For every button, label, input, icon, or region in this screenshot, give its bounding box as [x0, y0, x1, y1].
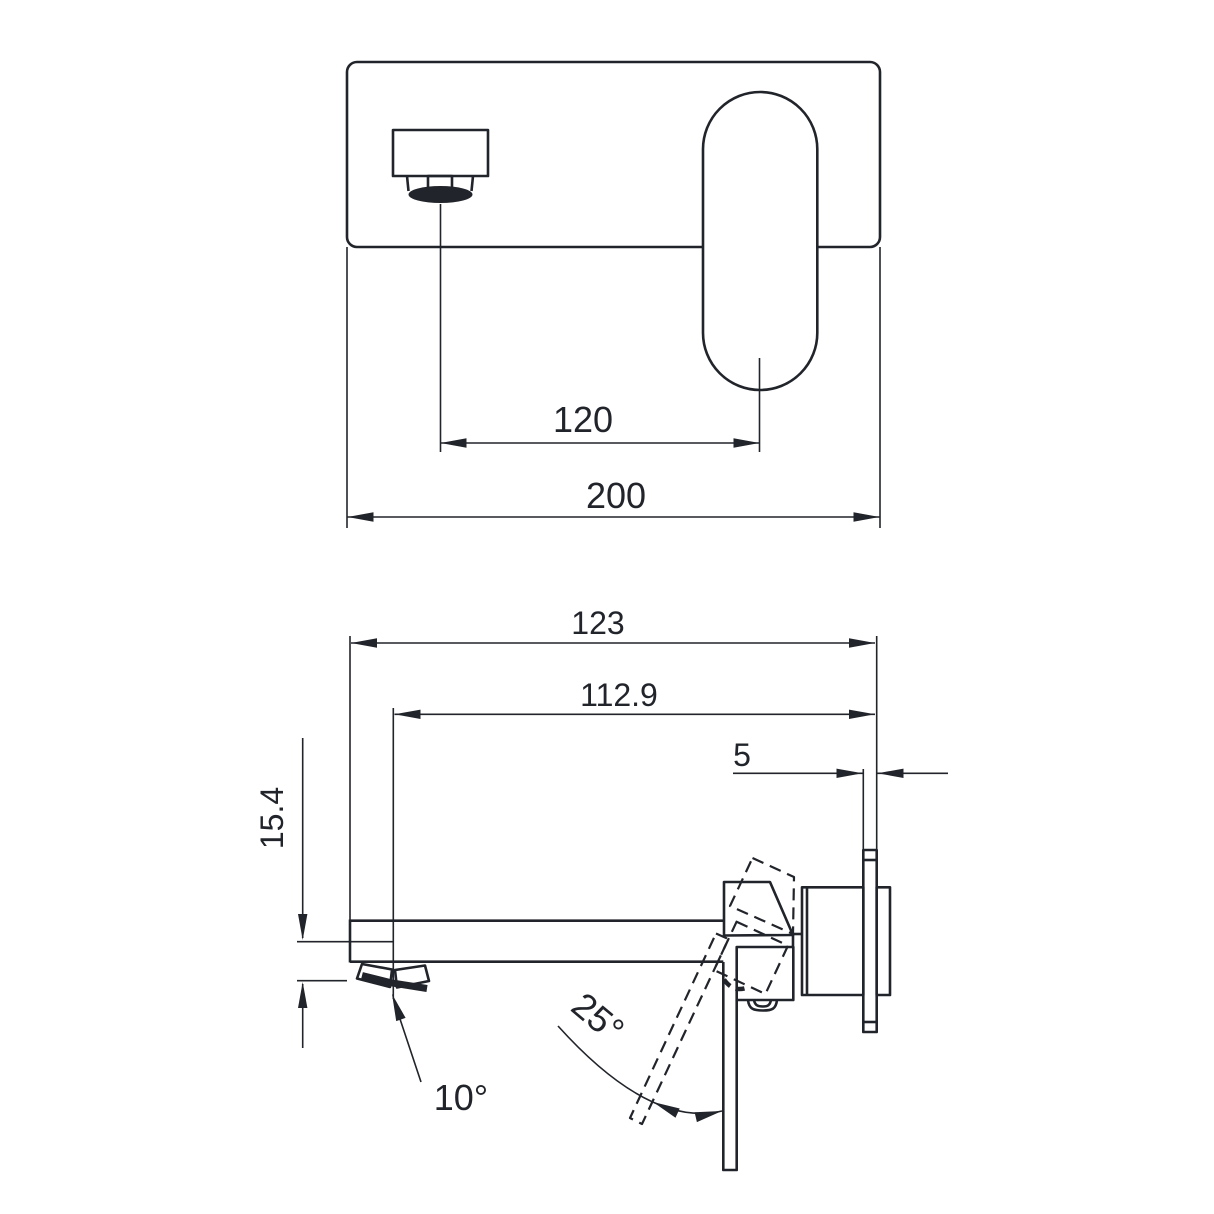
spout-side — [348, 919, 724, 964]
handle-side — [722, 880, 802, 1172]
aerator-face — [361, 972, 428, 992]
handle-front — [701, 90, 819, 392]
side-view: 123 112.9 5 15.4 — [254, 605, 948, 1172]
handle-lever-dashed — [628, 932, 730, 1126]
arrowhead-15-4-up — [298, 982, 308, 1008]
arrowhead-15-4-down — [298, 914, 308, 940]
handle-head-dashed — [728, 856, 796, 936]
aerator-side-left — [405, 175, 410, 192]
arrowhead-200-right — [853, 512, 880, 522]
aerator-ring-left — [355, 962, 394, 989]
swing-arc — [557, 1025, 723, 1115]
dim-plate-thickness: 5 — [733, 737, 948, 778]
dim-spout-to-handle: 120 — [440, 399, 760, 448]
handle-lever — [722, 962, 738, 1172]
dim-spout-height: 15.4 — [254, 738, 394, 1048]
aerator-side-right — [470, 175, 475, 192]
leader-line-10deg — [398, 1015, 422, 1083]
arrowhead-25deg-left — [653, 1102, 680, 1118]
aerator-outlet — [408, 186, 473, 203]
arrowhead-5-right — [877, 768, 904, 778]
arrowhead-10deg — [392, 994, 406, 1022]
dim-label-5: 5 — [733, 737, 751, 773]
dim-label-112-9: 112.9 — [580, 677, 658, 713]
dim-label-200: 200 — [586, 475, 646, 516]
arrowhead-25deg-right — [694, 1111, 722, 1123]
inwall-body — [875, 885, 892, 997]
arrowhead-120-right — [733, 438, 760, 448]
spout-body-front — [391, 128, 490, 178]
set-screw-dome-dashed — [722, 978, 751, 992]
arrowhead-120-left — [440, 438, 467, 448]
cartridge-housing — [800, 885, 865, 997]
spout-front — [391, 128, 490, 203]
arrowhead-200-left — [347, 512, 374, 522]
plate-profile — [861, 848, 878, 1034]
handle-side-rotated — [628, 856, 796, 1126]
arrowhead-112-9-left — [394, 709, 421, 719]
dim-plate-width: 200 — [347, 475, 880, 522]
set-screw-dome-outer — [746, 999, 779, 1012]
dim-spout-reach: 112.9 — [394, 677, 875, 719]
arrowhead-112-9-right — [849, 709, 875, 719]
aerator-side — [355, 962, 431, 992]
dim-label-15-4: 15.4 — [254, 787, 290, 849]
wall-plate-side — [861, 848, 878, 1034]
angle-spout-callout: 10° — [392, 994, 488, 1118]
dim-label-123: 123 — [571, 605, 624, 641]
arrowhead-123-left — [351, 638, 377, 648]
front-view: 120 200 — [345, 60, 882, 528]
set-screw-dome-inner — [752, 999, 773, 1008]
arrowhead-123-right — [849, 638, 875, 648]
handle-base-block — [735, 945, 795, 1002]
dim-total-depth: 123 — [351, 605, 875, 648]
arrowhead-5-left — [836, 768, 863, 778]
dim-label-120: 120 — [553, 399, 613, 440]
angle-label-25deg: 25° — [564, 984, 632, 1050]
wall-plate-front — [345, 60, 882, 249]
angle-label-10deg: 10° — [434, 1077, 488, 1118]
